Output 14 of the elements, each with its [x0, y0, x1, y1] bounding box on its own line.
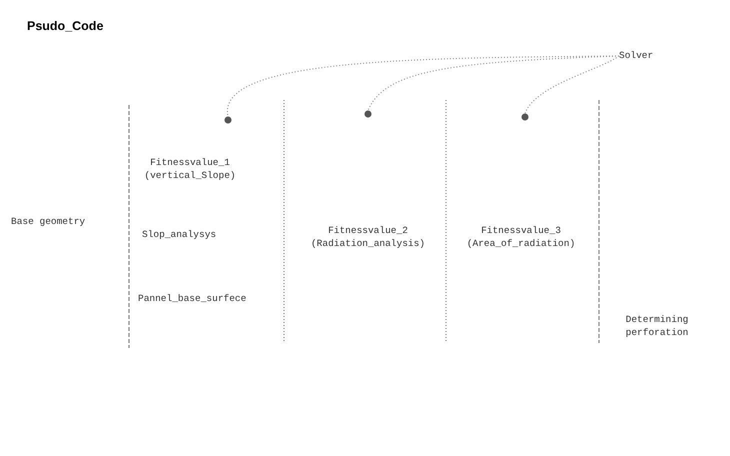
title: Psudo_Code [27, 19, 104, 33]
connector-line [368, 56, 620, 111]
node-label: Solver [619, 49, 654, 62]
step-label: Determining perforation [624, 313, 690, 339]
dot-marker [224, 116, 232, 124]
step-label: Base geometry [11, 215, 86, 228]
step-label: Pannel_base_surfece [138, 292, 246, 305]
step-label: Fitnessvalue_2 (Radiation_analysis) [310, 224, 426, 250]
connector-line [524, 56, 620, 114]
step-label: Fitnessvalue_3 (Area_of_radiation) [466, 224, 576, 250]
step-label: Slop_analysys [142, 228, 216, 241]
step-label: Fitnessvalue_1 (vertical_Slope) [143, 156, 237, 182]
dot-marker [364, 110, 372, 118]
dot-marker [522, 114, 528, 120]
